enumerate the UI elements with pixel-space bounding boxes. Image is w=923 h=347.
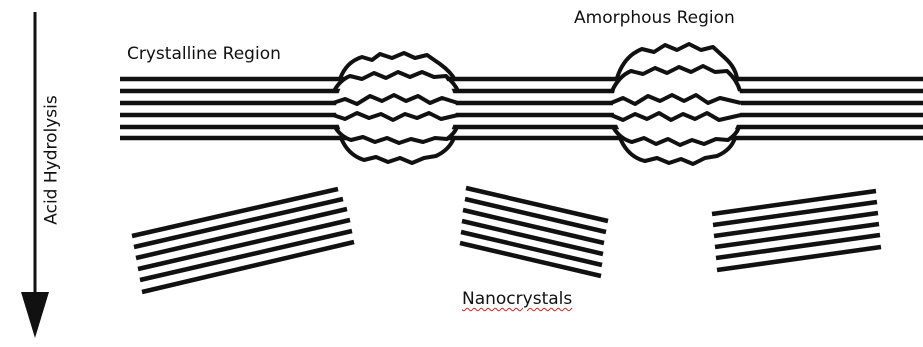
nanocrystal-right bbox=[712, 191, 881, 270]
crystalline-region-label: Crystalline Region bbox=[127, 46, 281, 63]
amorphous-region-label: Amorphous Region bbox=[574, 10, 735, 27]
cellulose-chain-bundle bbox=[120, 79, 923, 138]
nanocrystals-label: Nanocrystals bbox=[462, 291, 572, 308]
amorphous-region-left bbox=[333, 53, 458, 163]
nanocrystal-center bbox=[460, 188, 608, 276]
amorphous-region-right bbox=[611, 44, 741, 164]
nanocrystal-left bbox=[132, 189, 354, 292]
acid-hydrolysis-label: Acid Hydrolysis bbox=[44, 95, 61, 224]
